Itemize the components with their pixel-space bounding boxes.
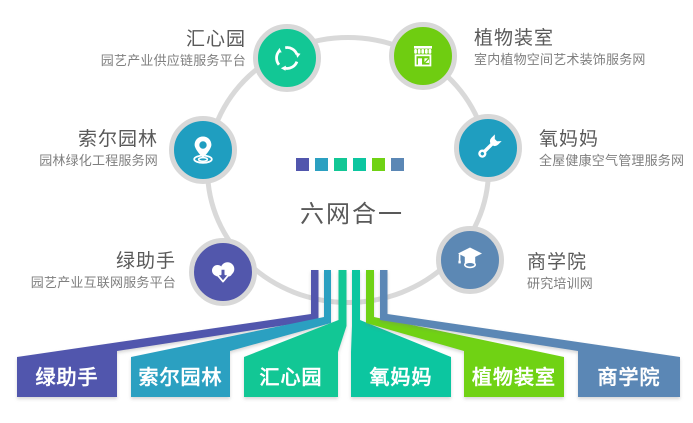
center-square xyxy=(334,158,347,171)
banner-label-yangmama: 氧妈妈 xyxy=(369,366,433,389)
center-squares xyxy=(296,158,404,171)
center-title: 六网合一 xyxy=(300,201,404,228)
ribbon-zhiwuzhuangshi xyxy=(366,270,564,397)
cloud-download-icon xyxy=(212,262,235,283)
center-square xyxy=(315,158,328,171)
node-subtitle: 室内植物空间艺术装饰服务网 xyxy=(474,51,646,67)
node-title: 商学院 xyxy=(527,252,588,273)
center-square xyxy=(296,158,309,171)
banner-label-shangxueyuan: 商学院 xyxy=(597,366,661,389)
node-label-suoeryuanlin: 索尔园林 园林绿化工程服务网 xyxy=(39,129,158,169)
wrench-icon xyxy=(478,134,502,158)
node-title: 索尔园林 xyxy=(77,129,158,150)
location-pin-icon xyxy=(193,136,213,164)
ribbon-shangxueyuan xyxy=(380,270,680,397)
center-square xyxy=(372,158,385,171)
node-suoeryuanlin xyxy=(169,116,237,184)
graduation-cap-icon xyxy=(458,247,482,269)
node-title: 绿助手 xyxy=(115,251,176,272)
node-label-yangmama: 氧妈妈 全屋健康空气管理服务网 xyxy=(539,129,684,169)
node-subtitle: 全屋健康空气管理服务网 xyxy=(539,152,685,168)
node-subtitle: 园艺产业供应链服务平台 xyxy=(100,52,246,68)
node-shangxueyuan xyxy=(436,226,504,294)
refresh-icon xyxy=(275,46,301,71)
node-lvzhushou xyxy=(189,238,257,306)
node-subtitle: 研究培训网 xyxy=(527,275,594,291)
node-subtitle: 园林绿化工程服务网 xyxy=(39,152,158,168)
node-huixinyuan xyxy=(253,24,321,92)
node-zhiwuzhuangshi xyxy=(389,22,457,90)
node-label-huixinyuan: 汇心园 园艺产业供应链服务平台 xyxy=(101,29,246,69)
node-title: 植物装室 xyxy=(474,28,555,49)
ribbon-yangmama xyxy=(351,270,451,397)
banner-label-huixinyuan: 汇心园 xyxy=(259,366,323,389)
center-square xyxy=(391,158,404,171)
center-square xyxy=(353,158,366,171)
banner-label-suoeryuanlin: 索尔园林 xyxy=(138,366,223,389)
node-label-shangxueyuan: 商学院 研究培训网 xyxy=(527,252,593,292)
node-title: 汇心园 xyxy=(185,29,246,50)
ribbon-lvzhushou xyxy=(17,270,319,397)
node-title: 氧妈妈 xyxy=(539,129,600,150)
ribbon-suoeryuanlin xyxy=(131,270,331,397)
node-label-lvzhushou: 绿助手 园艺产业互联网服务平台 xyxy=(31,251,176,291)
node-subtitle: 园艺产业互联网服务平台 xyxy=(30,274,176,290)
ribbon-huixinyuan xyxy=(244,270,347,397)
banner-label-zhiwuzhuangshi: 植物装室 xyxy=(472,366,556,389)
node-label-zhiwuzhuangshi: 植物装室 室内植物空间艺术装饰服务网 xyxy=(474,28,646,68)
banner-label-lvzhushou: 绿助手 xyxy=(35,366,99,389)
storefront-icon xyxy=(414,46,432,67)
node-yangmama xyxy=(454,114,522,182)
